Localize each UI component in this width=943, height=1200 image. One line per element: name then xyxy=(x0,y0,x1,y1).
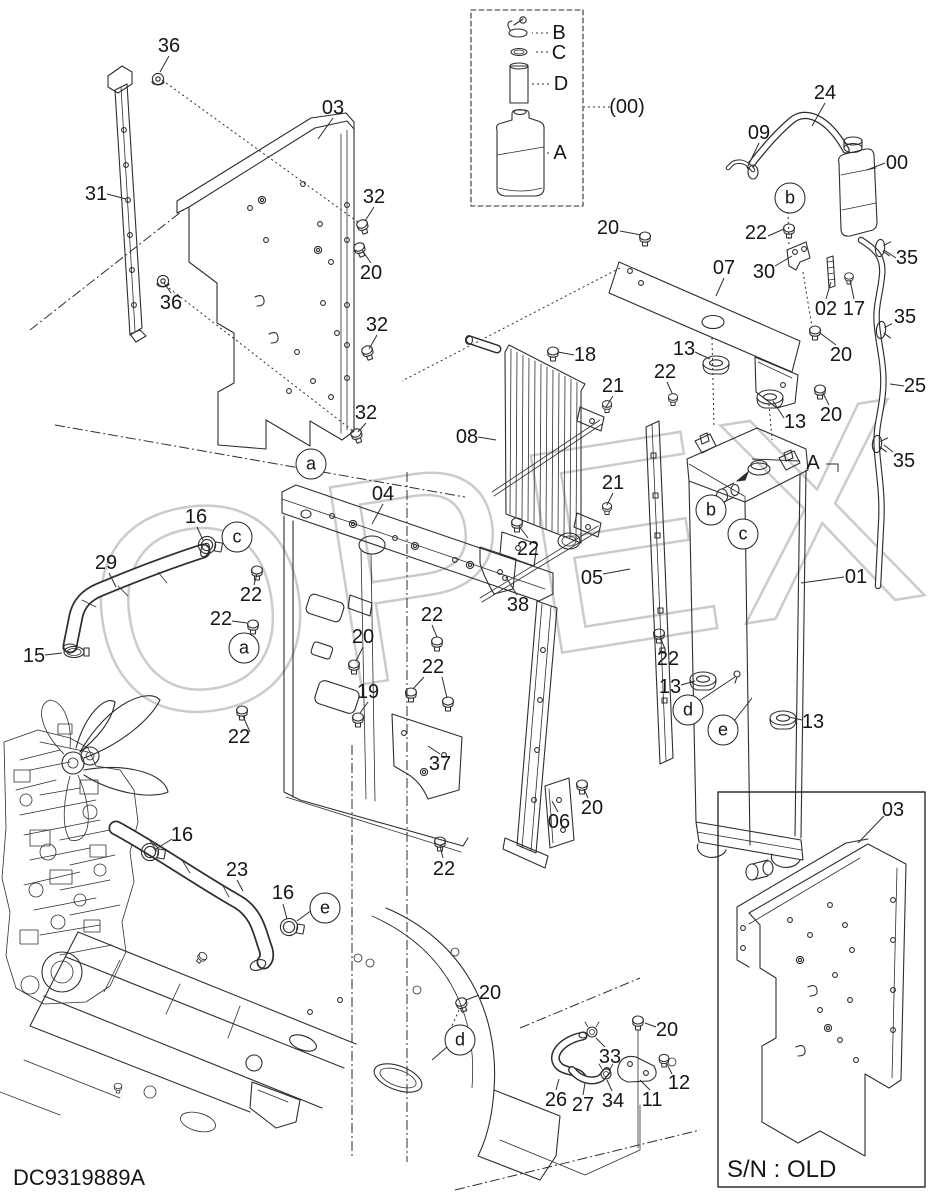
part-label-D: D xyxy=(553,73,569,95)
part-label-29: 29 xyxy=(94,552,118,574)
part-label-24: 24 xyxy=(813,82,837,104)
part-label-21: 21 xyxy=(601,375,625,397)
part-label-20: 20 xyxy=(819,404,843,426)
part-label-03: 03 xyxy=(321,97,345,119)
part-label-20: 20 xyxy=(580,797,604,819)
assembly-axis-lines xyxy=(161,32,813,1031)
part-label-35: 35 xyxy=(895,247,919,269)
line-art-group xyxy=(0,9,926,1188)
part-label-21: 21 xyxy=(601,472,625,494)
connection-point-label-a: a xyxy=(228,632,260,664)
part-label-04: 04 xyxy=(371,483,395,505)
part-label-16: 16 xyxy=(184,506,208,528)
part-label-36: 36 xyxy=(159,292,183,314)
part-label-22: 22 xyxy=(227,726,251,748)
part-label-16: 16 xyxy=(170,824,194,846)
part-label-A: A xyxy=(553,142,567,164)
part-label-17: 17 xyxy=(842,298,866,320)
part-label-18: 18 xyxy=(573,344,597,366)
part-label-01: 01 xyxy=(844,566,868,588)
connection-point-label-b: b xyxy=(695,494,727,526)
part-label-08: 08 xyxy=(455,426,479,448)
connection-point-label-e: e xyxy=(707,714,739,746)
part-label-15: 15 xyxy=(22,645,46,667)
part-label-32: 32 xyxy=(354,402,378,424)
part-label-07: 07 xyxy=(712,257,736,279)
part-label-13: 13 xyxy=(783,411,807,433)
part-label-32: 32 xyxy=(365,314,389,336)
part-label-30: 30 xyxy=(752,261,776,283)
part-label-19: 19 xyxy=(356,681,380,703)
part-label-27: 27 xyxy=(571,1094,595,1116)
part-label-03: 03 xyxy=(881,799,905,821)
part-label-31: 31 xyxy=(84,183,108,205)
part-label-00: (00) xyxy=(609,96,645,118)
part-label-22: 22 xyxy=(239,584,263,606)
center-lines xyxy=(29,207,701,1191)
part-label-C: C xyxy=(551,42,567,64)
part-label-35: 35 xyxy=(893,306,917,328)
part-label-23: 23 xyxy=(225,859,249,881)
part-label-36: 36 xyxy=(157,35,181,57)
leader-lines xyxy=(44,55,905,1096)
part-label-20: 20 xyxy=(478,982,502,1004)
connection-point-label-b: b xyxy=(774,182,806,214)
part-label-11: 11 xyxy=(641,1089,663,1111)
part-label-20: 20 xyxy=(829,344,853,366)
part-label-09: 09 xyxy=(747,122,771,144)
serial-note: S/N : OLD xyxy=(727,1156,837,1183)
part-label-12: 12 xyxy=(667,1072,691,1094)
part-label-13: 13 xyxy=(658,676,682,698)
part-label-20: 20 xyxy=(351,626,375,648)
part-label-32: 32 xyxy=(362,186,386,208)
part-label-00: 00 xyxy=(885,152,909,174)
part-label-22: 22 xyxy=(209,608,233,630)
connection-point-label-d: d xyxy=(444,1024,476,1056)
connection-point-label-c: c xyxy=(221,521,253,553)
part-label-A: A xyxy=(806,452,820,474)
part-label-22: 22 xyxy=(432,858,456,880)
drawing-number: DC9319889A xyxy=(13,1165,146,1190)
part-label-20: 20 xyxy=(596,217,620,239)
part-label-22: 22 xyxy=(653,361,677,383)
part-label-34: 34 xyxy=(601,1090,625,1112)
connection-point-label-c: c xyxy=(727,518,759,550)
part-label-13: 13 xyxy=(672,338,696,360)
part-label-22: 22 xyxy=(656,648,680,670)
connection-point-label-e: e xyxy=(309,892,341,924)
part-label-37: 37 xyxy=(428,753,452,775)
part-label-05: 05 xyxy=(580,567,604,589)
part-label-22: 22 xyxy=(744,222,768,244)
part-label-35: 35 xyxy=(892,450,916,472)
part-label-13: 13 xyxy=(801,711,825,733)
connection-point-label-a: a xyxy=(295,448,327,480)
part-label-B: B xyxy=(552,22,566,44)
part-label-33: 33 xyxy=(598,1046,622,1068)
part-label-02: 02 xyxy=(814,298,838,320)
part-label-22: 22 xyxy=(420,604,444,626)
part-label-22: 22 xyxy=(421,656,445,678)
part-label-22: 22 xyxy=(516,538,540,560)
part-label-06: 06 xyxy=(547,811,571,833)
part-label-20: 20 xyxy=(655,1019,679,1041)
part-label-38: 38 xyxy=(506,594,530,616)
part-label-20: 20 xyxy=(359,262,383,284)
connection-point-label-d: d xyxy=(672,694,704,726)
part-label-16: 16 xyxy=(271,882,295,904)
part-label-25: 25 xyxy=(903,375,927,397)
part-label-26: 26 xyxy=(544,1089,568,1111)
